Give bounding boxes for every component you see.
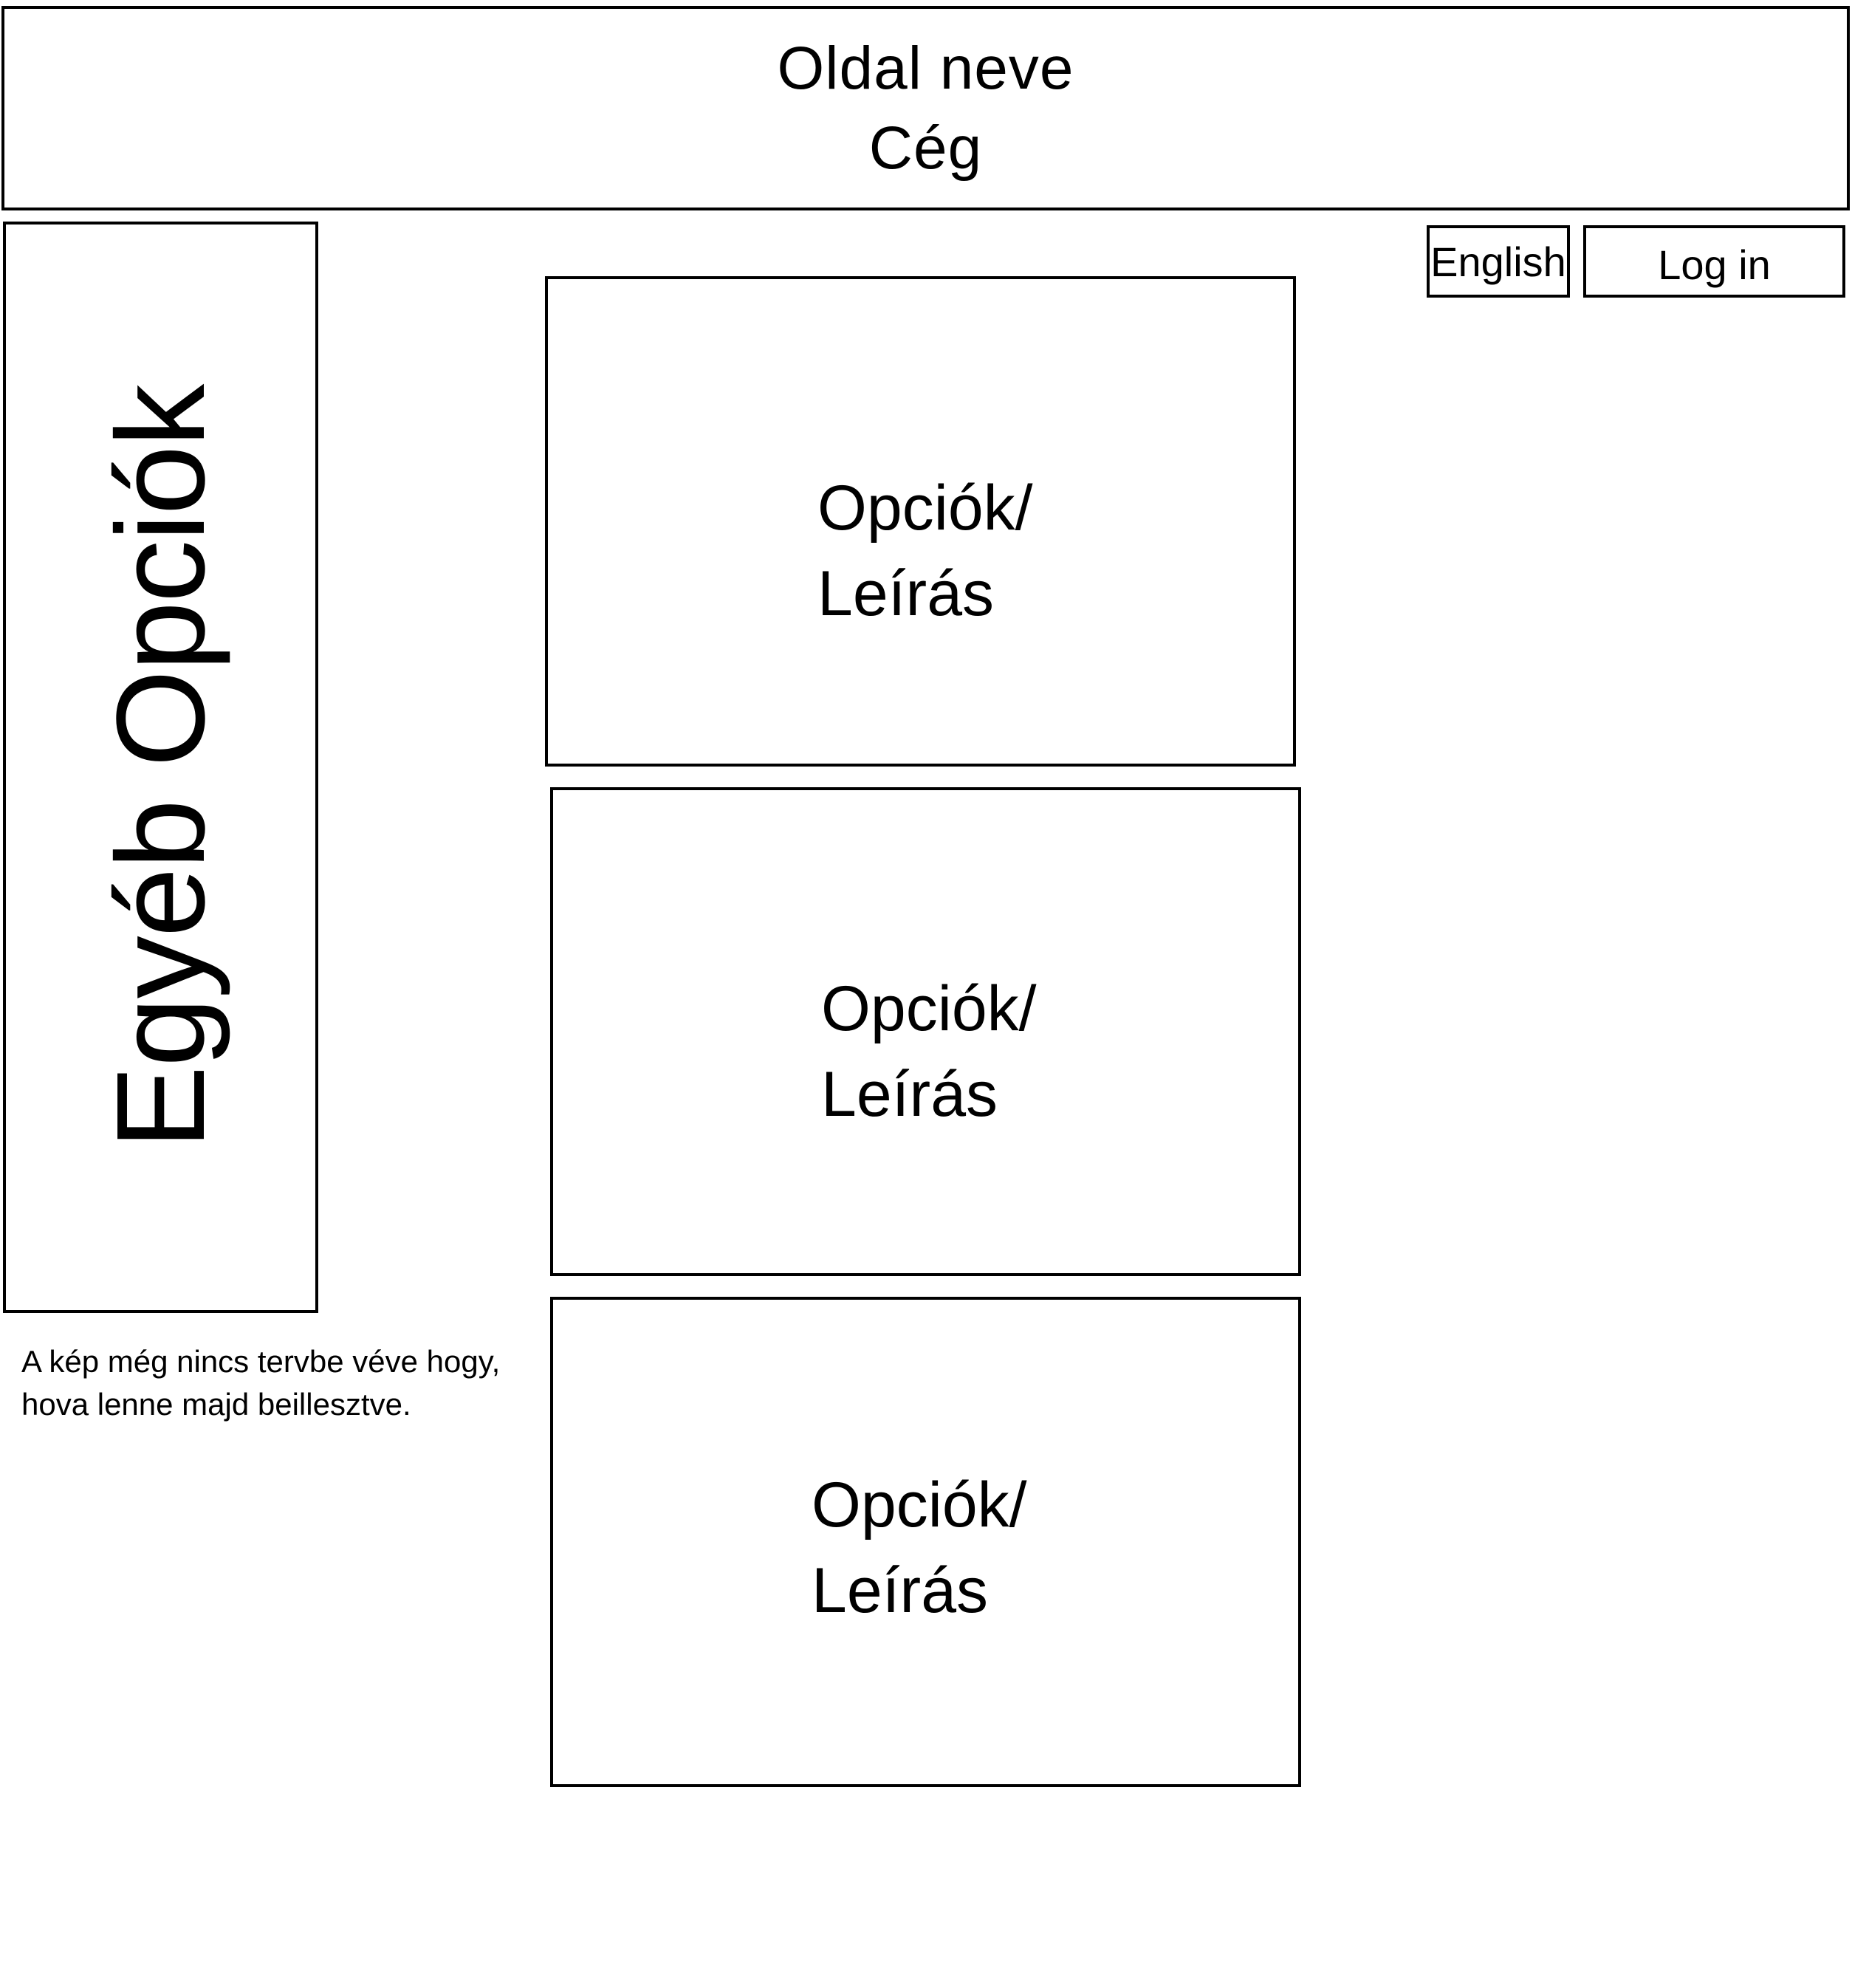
- page-header: Oldal neve Cég: [1, 6, 1850, 210]
- option-card-text: Opciók/ Leírás: [821, 966, 1037, 1137]
- option-card-description: Leírás: [817, 558, 995, 629]
- option-card-text: Opciók/ Leírás: [812, 1462, 1027, 1634]
- option-card[interactable]: Opciók/ Leírás: [545, 276, 1296, 767]
- option-card-text: Opciók/ Leírás: [817, 465, 1033, 637]
- site-name: Oldal neve: [777, 34, 1074, 102]
- company-name: Cég: [868, 114, 983, 182]
- language-button[interactable]: English: [1427, 225, 1570, 298]
- login-button[interactable]: Log in: [1583, 225, 1845, 298]
- option-card[interactable]: Opciók/ Leírás: [550, 1297, 1301, 1787]
- sidebar-other-options[interactable]: Egyéb Opciók: [3, 222, 318, 1313]
- image-placement-note: A kép még nincs tervbe véve hogy, hova l…: [21, 1340, 538, 1426]
- note-line: A kép még nincs tervbe véve hogy,: [21, 1344, 501, 1379]
- option-card-title: Opciók/: [817, 473, 1033, 544]
- option-card-description: Leírás: [821, 1059, 998, 1130]
- option-card[interactable]: Opciók/ Leírás: [550, 787, 1301, 1276]
- option-card-title: Opciók/: [821, 973, 1037, 1044]
- option-card-title: Opciók/: [812, 1470, 1027, 1540]
- note-line: hova lenne majd beillesztve.: [21, 1387, 411, 1422]
- option-card-description: Leírás: [812, 1555, 989, 1626]
- sidebar-label: Egyéb Opciók: [90, 385, 231, 1150]
